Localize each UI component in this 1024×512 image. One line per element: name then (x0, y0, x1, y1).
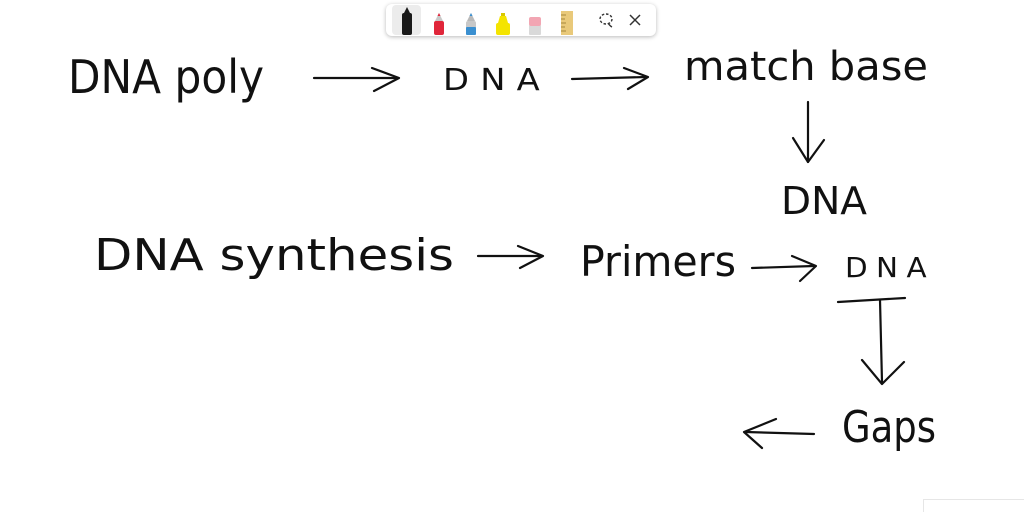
corner-tab (923, 499, 1024, 512)
lasso-select-button[interactable] (592, 5, 621, 35)
blue-pen-tool[interactable] (456, 5, 485, 35)
arrow-right-2 (570, 66, 650, 91)
label-dna-top: DNA (443, 63, 551, 98)
label-dna-mid: DNA (845, 251, 935, 284)
arrow-right-4 (750, 254, 818, 283)
close-toolbar-button[interactable] (621, 5, 650, 35)
label-dna-synthesis: DNA synthesis (94, 230, 454, 281)
arrow-down-1 (791, 100, 826, 164)
arrow-left-1 (742, 417, 816, 450)
label-gaps: Gaps (842, 402, 936, 453)
arrow-right-3 (476, 244, 545, 270)
arrow-down-2 (836, 296, 907, 386)
close-icon (629, 14, 641, 26)
ruler-tool[interactable] (552, 5, 581, 35)
pen-icon (433, 13, 444, 35)
arrow-right-1 (312, 66, 401, 93)
pen-icon (465, 13, 476, 35)
pen-icon (401, 7, 412, 35)
black-pen-tool[interactable] (392, 5, 422, 35)
ink-toolbar (386, 4, 656, 36)
eraser-tool[interactable] (520, 5, 549, 35)
lasso-select-icon (599, 13, 614, 28)
highlighter-icon (495, 13, 510, 35)
label-match-base: match base (684, 44, 928, 90)
label-primers: Primers (580, 237, 736, 286)
highlighter-tool[interactable] (488, 5, 517, 35)
red-pen-tool[interactable] (424, 5, 453, 35)
label-dna-right: DNA (781, 179, 867, 223)
label-dna-poly: DNA poly (68, 50, 264, 104)
eraser-icon (528, 17, 541, 35)
ruler-icon (560, 11, 573, 35)
